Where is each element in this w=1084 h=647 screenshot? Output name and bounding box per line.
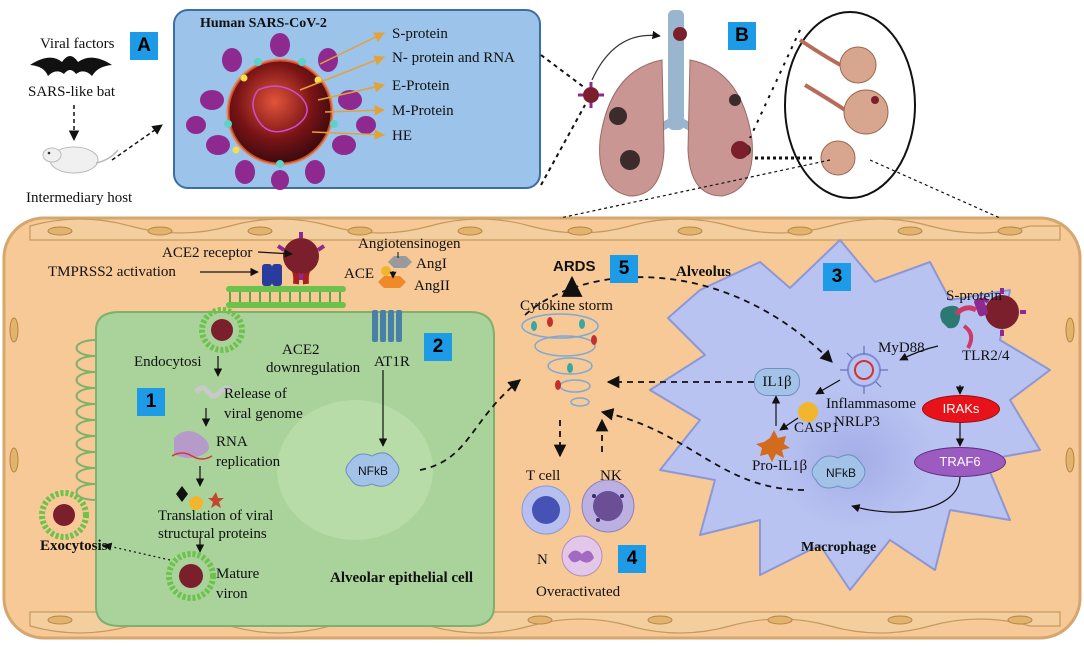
neutrophil bbox=[561, 535, 603, 577]
label-cytokine-storm: Cytokine storm bbox=[520, 298, 613, 314]
label-t-cell: T cell bbox=[526, 468, 561, 484]
label-il1b: IL1β bbox=[762, 374, 792, 390]
label-release-2: viral genome bbox=[224, 406, 303, 422]
label-m-protein: M-Protein bbox=[392, 103, 454, 119]
pro-il1b-icon bbox=[756, 430, 790, 462]
viral-genome-release bbox=[194, 385, 234, 399]
label-ang1: AngI bbox=[416, 256, 447, 272]
label-translation-2: structural proteins bbox=[158, 526, 267, 542]
cytokine-storm-tornado bbox=[521, 313, 599, 407]
label-casp1: CASP1 bbox=[794, 420, 840, 436]
nfkb-macrophage-shape bbox=[811, 454, 866, 489]
label-traf6: TRAF6 bbox=[939, 454, 981, 469]
label-ace2-down-1: ACE2 bbox=[282, 342, 320, 358]
label-pro-il1b: Pro-IL1β bbox=[752, 458, 808, 474]
tlr-receptor bbox=[940, 305, 978, 349]
label-nfkb-epithelial: NFkB bbox=[358, 464, 388, 478]
badge-1: 1 bbox=[137, 388, 165, 416]
label-alveolus: Alveolus bbox=[676, 264, 732, 280]
rat-icon bbox=[42, 146, 119, 174]
label-mature-2: viron bbox=[216, 586, 248, 602]
label-myd88: MyD88 bbox=[878, 340, 925, 356]
il1b-badge: IL1β bbox=[754, 368, 800, 396]
iraks-pill: IRAKs bbox=[922, 395, 1000, 423]
badge-2: 2 bbox=[424, 333, 452, 361]
label-e-protein: E-Protein bbox=[392, 78, 450, 94]
label-mature-1: Mature bbox=[216, 566, 260, 582]
label-viral-factors: Viral factors bbox=[40, 36, 115, 52]
rna-replication-icon bbox=[171, 431, 213, 460]
traf6-pill: TRAF6 bbox=[914, 447, 1006, 477]
label-translation-1: Translation of viral bbox=[158, 508, 274, 524]
label-intermediary-host: Intermediary host bbox=[26, 190, 133, 206]
label-epithelial-cell: Alveolar epithelial cell bbox=[330, 570, 474, 586]
label-nk: NK bbox=[600, 468, 622, 484]
mature-virion bbox=[166, 551, 216, 601]
label-nfkb-macrophage: NFkB bbox=[826, 466, 856, 480]
label-iraks: IRAKs bbox=[942, 401, 980, 416]
label-n: N bbox=[537, 552, 548, 568]
label-tlr: TLR2/4 bbox=[962, 348, 1010, 364]
alveoli-zoom bbox=[784, 11, 916, 199]
label-he: HE bbox=[392, 128, 412, 144]
endocytosis-vesicle bbox=[199, 307, 245, 353]
label-at1r: AT1R bbox=[374, 354, 410, 370]
label-ace2-down-2: downregulation bbox=[266, 360, 361, 376]
label-angiotensinogen: Angiotensinogen bbox=[358, 236, 461, 252]
virus-at-tlr bbox=[974, 288, 1026, 336]
label-ace2-receptor: ACE2 receptor bbox=[162, 245, 253, 261]
lungs-illustration bbox=[599, 10, 753, 197]
label-rna-2: replication bbox=[216, 454, 281, 470]
virus-panel-title: Human SARS-CoV-2 bbox=[200, 16, 327, 31]
exocytosis-virion bbox=[39, 490, 89, 540]
badge-5: 5 bbox=[610, 255, 638, 283]
nfkb-epithelial-shape bbox=[345, 452, 400, 487]
ras-pathway bbox=[372, 252, 412, 342]
label-overactivated: Overactivated bbox=[536, 584, 621, 600]
label-s-protein: S-protein bbox=[392, 26, 448, 42]
big-virus-illustration bbox=[186, 33, 376, 190]
label-ards: ARDS bbox=[553, 258, 596, 275]
lung-virus bbox=[731, 141, 749, 159]
label-macrophage: Macrophage bbox=[801, 540, 877, 555]
nk-cell bbox=[581, 479, 635, 533]
label-nrlp3: NRLP3 bbox=[834, 414, 880, 430]
label-n-protein: N- protein and RNA bbox=[392, 50, 515, 66]
casp1-icon bbox=[798, 402, 819, 422]
label-sars-like-bat: SARS-like bat bbox=[28, 84, 116, 100]
virus-at-receptor bbox=[276, 232, 326, 280]
badge-a: A bbox=[130, 32, 158, 60]
virus-panel bbox=[173, 9, 541, 190]
small-virus-lung bbox=[578, 82, 604, 108]
badge-4: 4 bbox=[618, 545, 646, 573]
label-ang2: AngII bbox=[414, 278, 450, 294]
label-rna-1: RNA bbox=[216, 434, 248, 450]
structural-proteins-icon bbox=[176, 486, 224, 510]
label-release-1: Release of bbox=[224, 386, 287, 402]
label-endocytosis: Endocytosi bbox=[134, 354, 202, 370]
label-ace: ACE bbox=[344, 266, 374, 282]
label-inflammasome: Inflammasome bbox=[826, 396, 916, 412]
badge-b: B bbox=[728, 22, 756, 50]
label-exocytosis: Exocytosis bbox=[40, 538, 108, 554]
badge-3: 3 bbox=[823, 263, 851, 291]
t-cell bbox=[521, 485, 571, 535]
inflammasome-complex bbox=[840, 346, 888, 394]
label-tmprss2: TMPRSS2 activation bbox=[48, 264, 176, 280]
bat-icon bbox=[30, 56, 112, 76]
label-s-protein-tlr: S-protein bbox=[946, 288, 1002, 304]
